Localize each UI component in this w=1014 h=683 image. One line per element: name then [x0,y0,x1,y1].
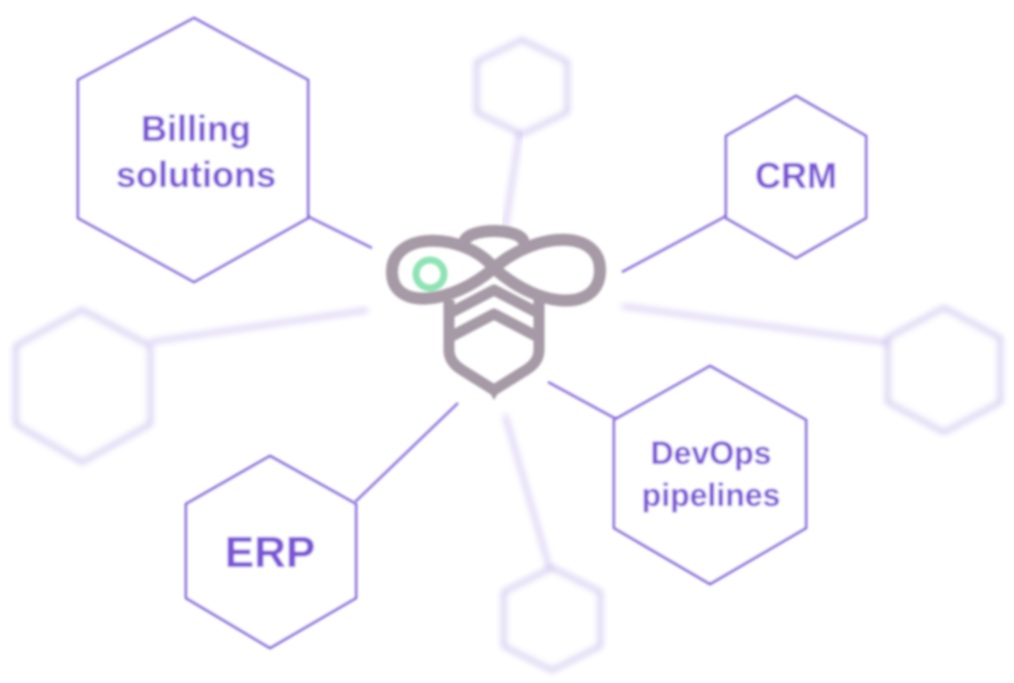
hex-erp: ERP [184,454,358,650]
connector-top [503,129,522,229]
hex-devops-shape [612,364,808,586]
hex-crm-shape [724,94,868,260]
hex-billing-label-line1: Billing [141,108,251,149]
hex-devops-label-line2: pipelines [642,477,781,513]
hex-billing-label-line2: solutions [116,154,276,195]
connector-devops [547,380,619,422]
hex-erp-label: ERP [225,528,315,577]
hex-billing-shape [76,16,310,284]
hex-erp-shape [184,454,358,650]
bee-head [459,225,529,246]
bee-eye [412,256,448,292]
hex-top [475,38,569,136]
connector-crm [621,213,729,274]
hex-devops: DevOps pipelines [612,364,808,586]
hex-billing: Billing solutions [76,16,310,284]
hex-devops-label-line1: DevOps [651,435,772,471]
hex-bottom [502,566,602,672]
connector-right [621,304,891,345]
hex-left [14,308,152,464]
hex-right [886,306,1002,434]
bee-wings [386,233,606,307]
bee-logo-icon [386,225,606,400]
hex-right-shape [886,306,1002,434]
bee-stripe-1 [449,284,539,317]
connector-left [149,308,369,344]
bee-stinger [486,386,502,400]
hex-left-shape [14,308,152,464]
connector-bottom [503,414,552,571]
connector-erp [354,402,459,503]
hex-crm: CRM [724,94,868,260]
connector-lines [149,129,891,571]
connector-billing [304,213,373,250]
hex-top-shape [475,38,569,136]
hex-crm-label: CRM [755,155,837,196]
hex-bottom-shape [502,566,602,672]
bee-stripe-2 [449,308,539,341]
